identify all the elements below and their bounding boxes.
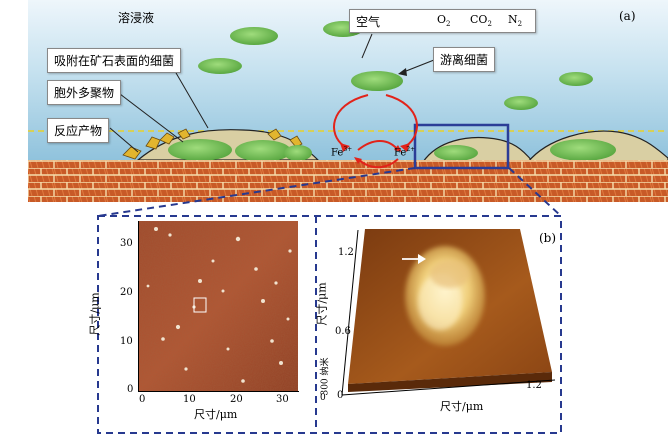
co2-label: CO2 [470,13,492,29]
eps-label: 胞外多聚物 [47,80,122,105]
ore-surface [28,160,668,202]
afm-3d-zero: 0 [337,390,344,401]
fe3-label: Fe3+ [331,146,353,159]
leach-liquid-label: 溶浸液 [118,11,155,25]
free-bacterium-3 [198,58,242,74]
afm-3d-zero-x: 0 [320,393,326,403]
pointer-attached [171,65,209,129]
air-label: 空气 [356,15,381,29]
schematic-drawing [28,0,668,202]
pointer-eps [119,93,184,143]
redox-cycle-arrows [333,94,418,169]
afm-3d-ylabel: 尺寸/μm [315,282,329,326]
afm-3d-ytick-0-6: 0.6 [335,326,351,337]
air-box: 空气 O2 CO2 N2 [349,9,536,33]
o2-label: O2 [437,13,451,29]
attached-bacteria-label: 吸附在矿石表面的细菌 [47,48,182,73]
schematic-panel [28,0,668,205]
afm-2d-xlabel: 尺寸/μm [194,408,238,421]
afm-2d-ytick-0: 0 [127,384,134,395]
n2-label: N2 [508,13,523,29]
reaction-product-label: 反应产物 [47,118,110,143]
afm-2d-xtick-0: 0 [139,394,146,405]
free-bacterium-4 [351,71,403,91]
afm-3d-axes [341,229,556,396]
afm-3d-surface [340,224,555,394]
afm-3d-arrow-icon [402,254,426,264]
afm-2d-ytick-10: 10 [120,336,133,347]
afm-2d-ylabel: 尺寸/μm [88,292,102,336]
afm-3d-ytick-1-2: 1.2 [338,247,354,258]
free-bacteria-label: 游离细菌 [433,47,496,72]
panel-b-label: (b) [539,231,557,245]
afm-2d-xtick-30: 30 [276,394,289,405]
afm-2d-axes [138,221,299,392]
afm-2d-xtick-10: 10 [183,394,196,405]
pointer-product [109,127,139,153]
pointer-free [400,59,435,74]
highlight-box [413,123,510,170]
afm-3d-zlabel: 300 纳米 [320,357,331,396]
attached-bacterium-4 [434,145,478,161]
attached-bacterium-1 [168,139,232,161]
fe2-label: Fe2+ [394,146,416,159]
afm-3d-xtick-1-2: 1.2 [526,380,542,391]
afm-3d-xlabel: 尺寸/μm [440,400,484,413]
attached-bacterium-3 [284,145,312,161]
panel-a-label: (a) [619,9,636,23]
afm-2d-xtick-20: 20 [230,394,243,405]
free-bacterium-6 [559,72,593,86]
afm-2d-ytick-30: 30 [120,238,133,249]
free-bacterium-1 [230,27,278,45]
reaction-products [122,128,303,160]
afm-2d-image [138,221,298,391]
afm-2d-ytick-20: 20 [120,287,133,298]
free-bacterium-5 [504,96,538,110]
pointer-air [361,33,373,59]
attached-bacterium-5 [550,139,616,161]
attached-bacterium-2 [235,140,291,162]
